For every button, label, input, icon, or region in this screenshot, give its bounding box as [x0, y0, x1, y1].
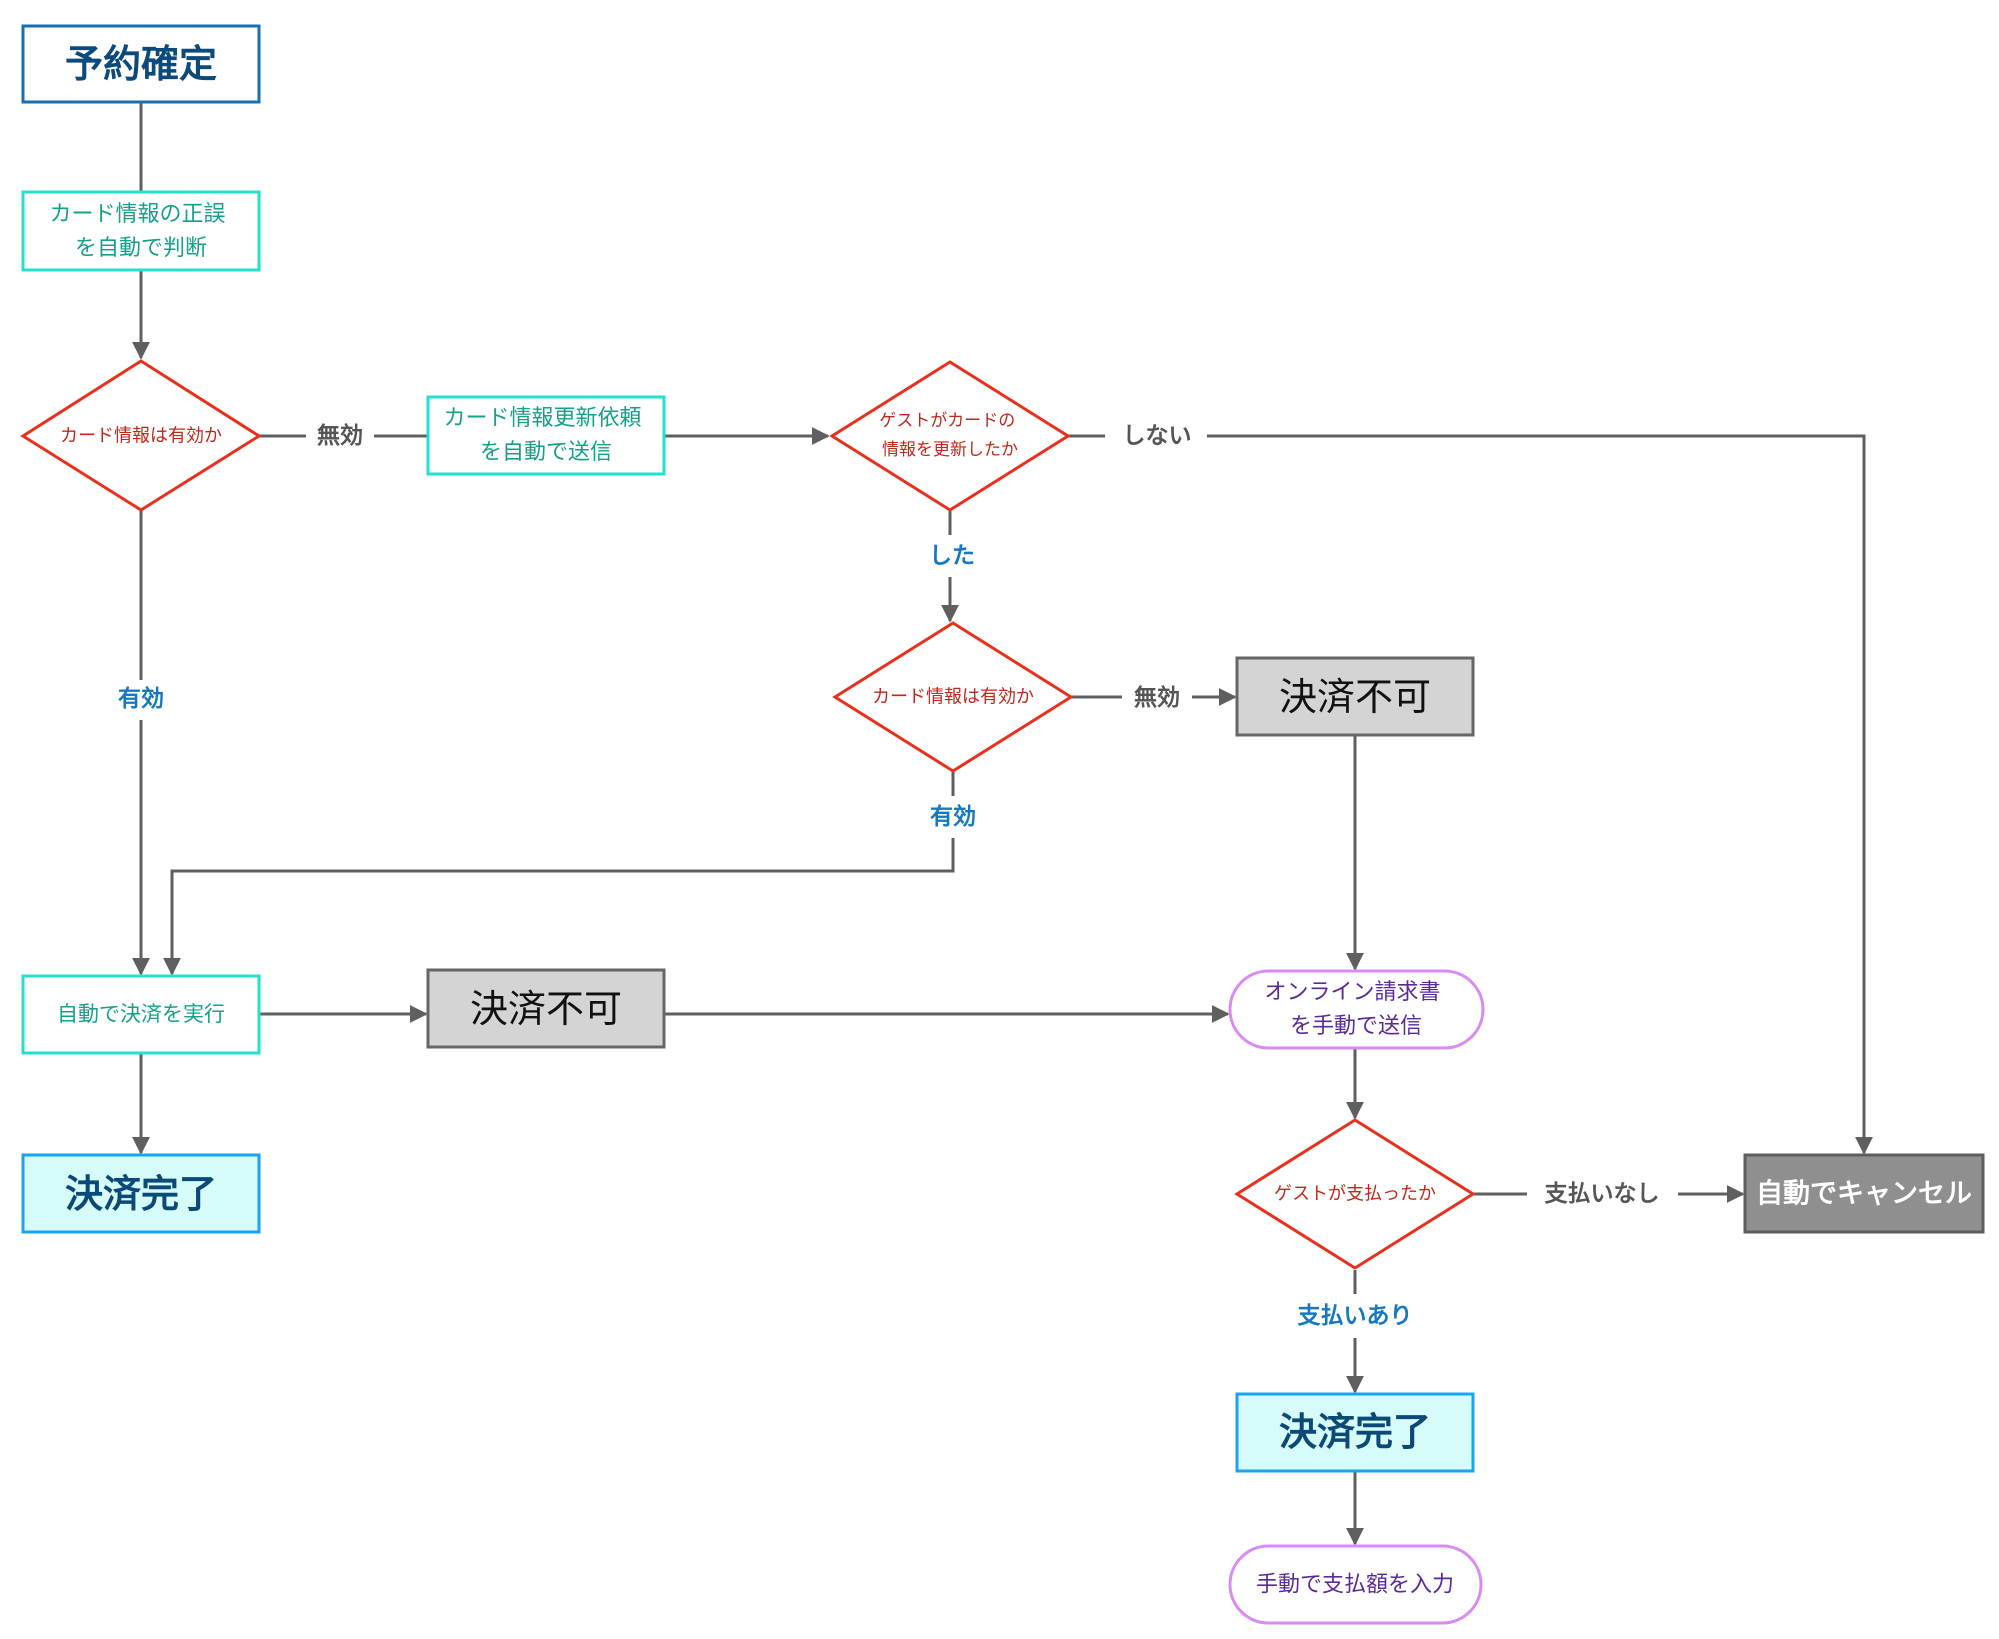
edge-label-updated-yes: した — [929, 543, 975, 569]
node-auto-cancel: 自動でキャンセル — [1743, 1153, 1985, 1234]
node-manual-amount-label: 手動で支払額を入力 — [1256, 1573, 1454, 1598]
node-payment-failed-1: 決済不可 — [1235, 656, 1475, 737]
node-auto-payment-label: 自動で決済を実行 — [57, 1002, 225, 1026]
node-online-invoice: オンライン請求書 を手動で送信 — [1228, 969, 1485, 1050]
decision-guest-updated-line1: ゲストがカードの — [879, 411, 1015, 431]
decision-guest-paid: ゲストが支払ったか — [1234, 1118, 1476, 1270]
node-payment-failed-1-label: 決済不可 — [1279, 675, 1431, 719]
decision-card-valid-1: カード情報は有効か — [20, 359, 262, 512]
node-payment-failed-2-label: 決済不可 — [470, 987, 622, 1031]
edge-label-paid-yes: 支払いあり — [1297, 1303, 1413, 1329]
node-send-update-request: カード情報更新依頼 を自動で送信 — [426, 395, 666, 476]
svg-text:ゲストがカードの 情報を更新したか: ゲストがカードの 情報を更新したか — [879, 411, 1020, 460]
svg-text:カード情報更新依頼 を自動で送信: カード情報更新依頼 を自動で送信 — [443, 406, 648, 465]
svg-text:カード情報の正誤 を自動で判断: カード情報の正誤 を自動で判断 — [49, 202, 232, 261]
connectors — [132, 102, 1873, 1546]
node-payment-complete-1-label: 決済完了 — [65, 1172, 217, 1216]
node-start: 予約確定 — [21, 24, 261, 104]
edge-q2-valid-b — [163, 838, 955, 976]
edge-label-q2-valid: 有効 — [930, 803, 976, 830]
edge-label-updated-no: しない — [1123, 423, 1192, 449]
edge-label-paid-no: 支払いなし — [1544, 1181, 1660, 1207]
node-auto-check-line2: を自動で判断 — [75, 236, 207, 261]
edge-label-q2-invalid: 無効 — [1134, 684, 1180, 711]
node-start-label: 予約確定 — [65, 42, 217, 86]
node-auto-cancel-label: 自動でキャンセル — [1756, 1178, 1972, 1210]
node-auto-check: カード情報の正誤 を自動で判断 — [21, 190, 261, 272]
node-manual-amount-entry: 手動で支払額を入力 — [1228, 1544, 1483, 1625]
node-payment-complete-2-label: 決済完了 — [1279, 1410, 1431, 1454]
node-auto-payment: 自動で決済を実行 — [21, 974, 261, 1055]
edge-label-q1-invalid: 無効 — [317, 422, 363, 449]
decision-card-valid-2: カード情報は有効か — [832, 621, 1074, 773]
edge-label-q1-valid: 有効 — [118, 685, 164, 712]
decision-guest-updated: ゲストがカードの 情報を更新したか — [829, 360, 1071, 512]
svg-text:オンライン請求書 を手動で送信: オンライン請求書 を手動で送信 — [1264, 980, 1447, 1039]
node-send-update-line1: カード情報更新依頼 — [443, 406, 641, 431]
decision-card-valid-2-label: カード情報は有効か — [872, 687, 1034, 708]
node-payment-complete-2: 決済完了 — [1235, 1392, 1475, 1473]
node-online-invoice-line2: を手動で送信 — [1290, 1014, 1422, 1039]
node-payment-complete-1: 決済完了 — [21, 1153, 261, 1234]
edge-updated-no-b — [1207, 434, 1873, 1155]
node-online-invoice-line1: オンライン請求書 — [1264, 980, 1440, 1005]
decision-guest-updated-line2: 情報を更新したか — [882, 440, 1018, 460]
decision-guest-paid-label: ゲストが支払ったか — [1274, 1184, 1436, 1205]
node-payment-failed-2: 決済不可 — [426, 968, 666, 1049]
node-send-update-line2: を自動で送信 — [480, 440, 612, 465]
decision-card-valid-1-label: カード情報は有効か — [60, 426, 222, 447]
node-auto-check-line1: カード情報の正誤 — [49, 202, 225, 227]
